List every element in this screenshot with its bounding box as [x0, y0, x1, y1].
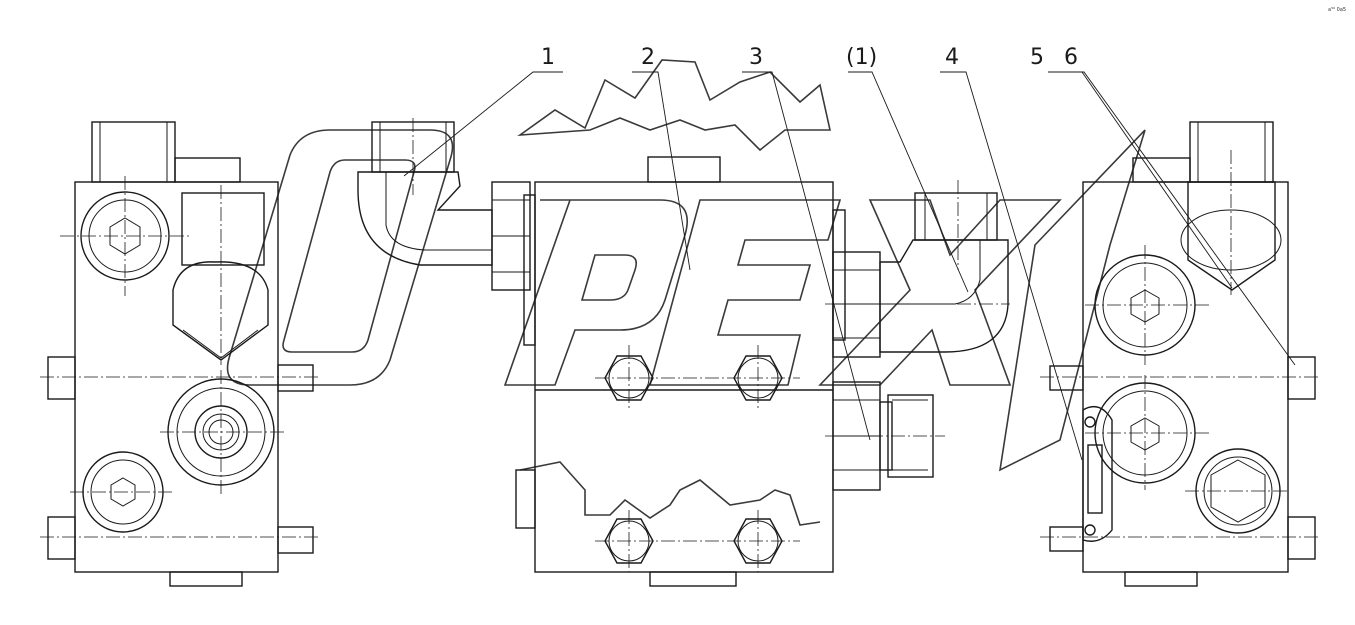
elbow-fitting-left	[357, 118, 531, 291]
right-elbow-fitting	[825, 180, 1010, 358]
watermark-text-outline	[226, 129, 1146, 472]
callout-label-1: 1	[541, 45, 555, 70]
central-manifold-block	[515, 156, 834, 587]
callout-label-1-paren: (1)	[846, 45, 877, 70]
callout-label-6: 6	[1064, 45, 1078, 70]
callout-label-5: 5	[1030, 45, 1044, 70]
callout-label-2: 2	[641, 45, 655, 70]
watermark-gear	[517, 59, 831, 152]
callout-labels: 1 2 3 (1) 4 5 6	[541, 45, 1078, 70]
corner-note: a⁵⁰ 0a5	[1328, 7, 1346, 13]
straight-fitting-nipple	[825, 381, 945, 491]
left-valve-block	[40, 121, 320, 587]
callout-label-4: 4	[945, 45, 959, 70]
right-valve-block	[1040, 121, 1320, 587]
leader-lines	[403, 71, 1296, 461]
bolt-heads	[604, 355, 783, 564]
callout-label-3: 3	[749, 45, 763, 70]
watermark-logo	[226, 59, 1146, 526]
